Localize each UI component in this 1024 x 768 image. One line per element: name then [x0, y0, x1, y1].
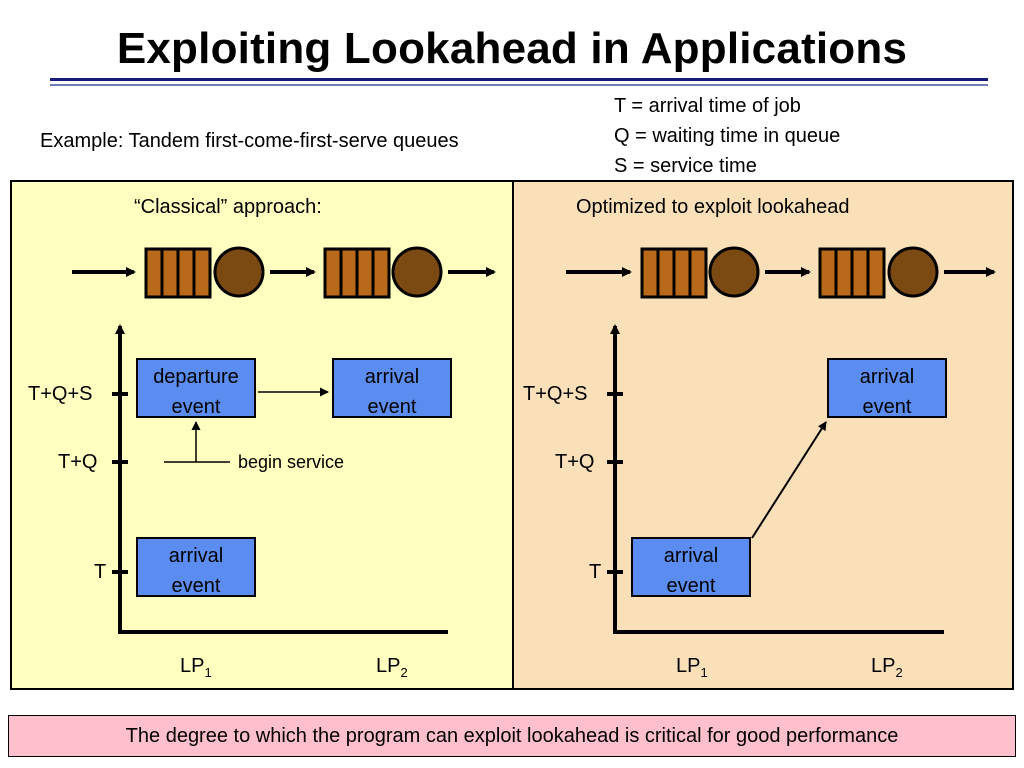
slide-title: Exploiting Lookahead in Applications — [116, 24, 908, 73]
lp2-arrival-line2: event — [367, 396, 417, 418]
lp2-label-right: LP2 — [871, 655, 903, 680]
tick-label-tqs: T+Q+S — [28, 383, 93, 405]
tick-label-tq: T+Q — [58, 451, 98, 473]
lp2-arrival-right-line2: event — [862, 396, 912, 418]
lp1-label-right: LP1 — [676, 655, 708, 680]
classical-time-axes — [112, 324, 448, 634]
classical-queue-network — [72, 246, 496, 299]
optimized-queue-network — [566, 246, 996, 299]
lp1-arrival-line1: arrival — [168, 545, 224, 567]
departure-event-box: departure event — [136, 358, 256, 418]
classical-heading: “Classical” approach: — [134, 196, 322, 218]
tick-label-tqs-right: T+Q+S — [523, 383, 588, 405]
departure-event-line1: departure — [153, 366, 239, 388]
server-icon — [213, 246, 265, 298]
lp2-arrival-line1: arrival — [364, 366, 420, 388]
lp2-arrival-event-box: arrival event — [332, 358, 452, 418]
lp1-arrival-line2: event — [171, 575, 221, 597]
lp1-arrival-right-line1: arrival — [663, 545, 719, 567]
tick-label-t: T — [94, 561, 107, 583]
optimized-heading: Optimized to exploit lookahead — [576, 196, 850, 218]
lp1-arrival-event-box: arrival event — [136, 537, 256, 597]
legend-q: Q = waiting time in queue — [614, 125, 841, 147]
queue-buffer-icon — [323, 247, 391, 299]
lp2-arrival-right-line1: arrival — [859, 366, 915, 388]
queue-buffer-icon — [640, 247, 708, 299]
example-caption: Example: Tandem first-come-first-serve q… — [40, 130, 459, 152]
queue-buffer-icon — [144, 247, 212, 299]
title-underline-shadow — [50, 84, 988, 86]
begin-service-label: begin service — [238, 452, 345, 472]
server-icon — [391, 246, 443, 298]
server-icon — [708, 246, 760, 298]
lp1-label: LP1 — [180, 655, 212, 680]
tick-label-t-right: T — [589, 561, 602, 583]
departure-event-line2: event — [171, 396, 221, 418]
tick-label-tq-right: T+Q — [555, 451, 595, 473]
lp2-arrival-event-box-right: arrival event — [827, 358, 947, 418]
lookahead-schedule-arrow — [751, 421, 827, 539]
optimized-time-axes — [607, 324, 944, 634]
lp2-label: LP2 — [376, 655, 408, 680]
legend-s: S = service time — [614, 155, 757, 177]
conclusion-banner: The degree to which the program can expl… — [8, 715, 1016, 757]
legend-t: T = arrival time of job — [614, 95, 801, 117]
queue-buffer-icon — [818, 247, 886, 299]
title-underline — [50, 78, 988, 81]
lp1-arrival-right-line2: event — [666, 575, 716, 597]
server-icon — [887, 246, 939, 298]
lp1-arrival-event-box-right: arrival event — [631, 537, 751, 597]
